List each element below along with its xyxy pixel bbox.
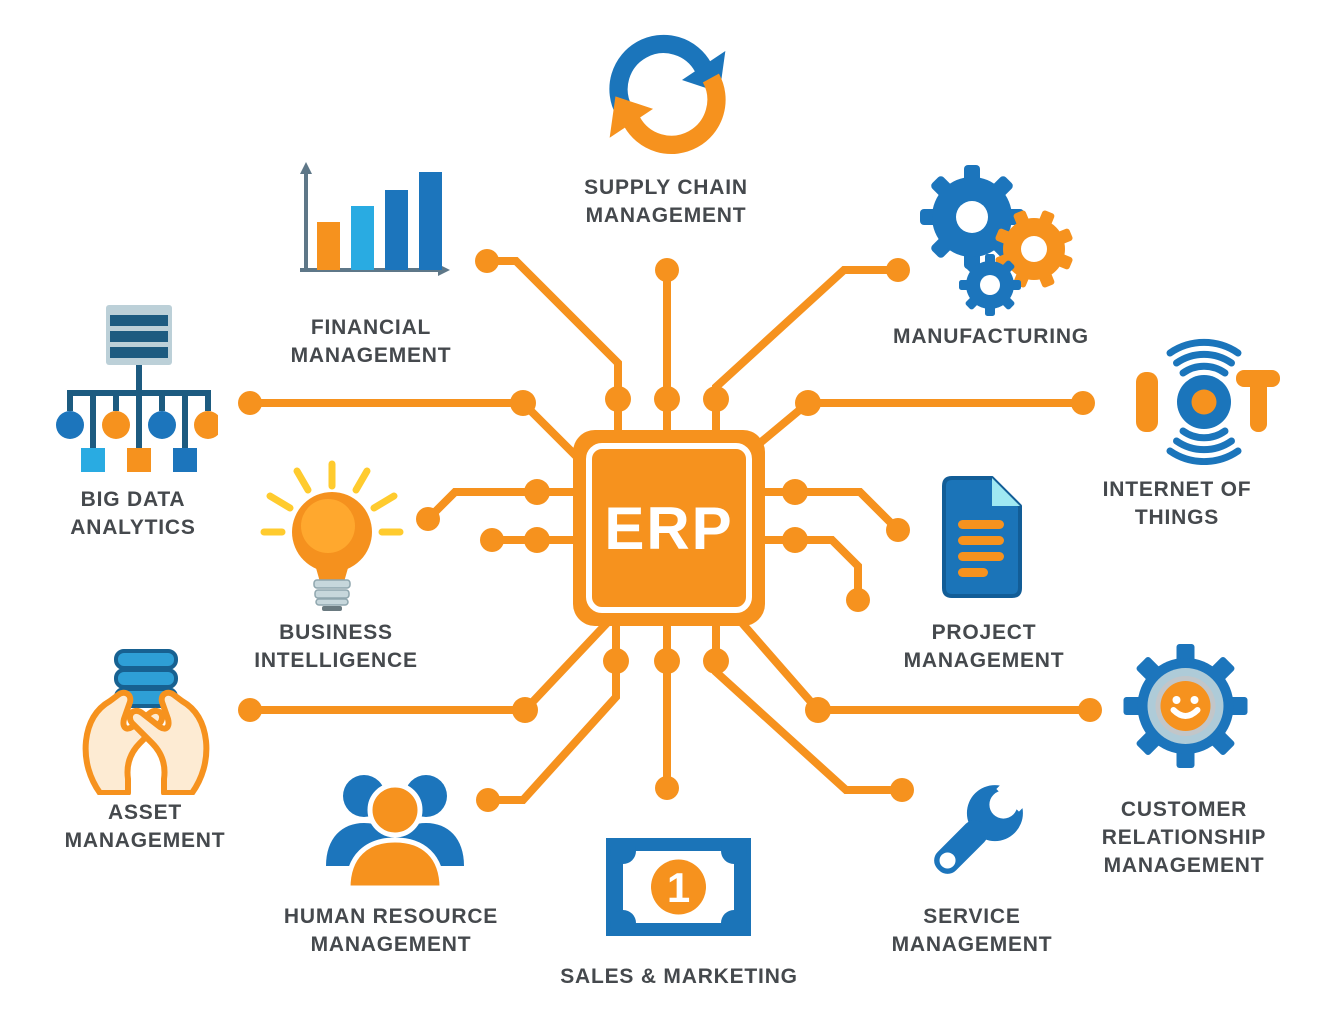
wrench-icon xyxy=(934,773,1034,874)
document-icon xyxy=(942,476,1022,598)
label-supply-chain: SUPPLY CHAIN MANAGEMENT xyxy=(584,176,748,227)
label-manufacturing: MANUFACTURING xyxy=(893,325,1089,348)
lightbulb-icon xyxy=(260,460,404,611)
label-asset: ASSET MANAGEMENT xyxy=(64,801,226,852)
label-service: SERVICE MANAGEMENT xyxy=(891,905,1053,956)
label-project: PROJECT MANAGEMENT xyxy=(903,621,1065,672)
label-financial: FINANCIAL MANAGEMENT xyxy=(290,316,452,367)
label-business-intelligence: BUSINESS INTELLIGENCE xyxy=(254,621,418,672)
hands-database-icon xyxy=(66,649,226,795)
people-group-icon xyxy=(326,775,464,891)
label-big-data: BIG DATA ANALYTICS xyxy=(70,488,196,539)
banknote-icon: 1 xyxy=(606,838,751,936)
erp-chip: ERP xyxy=(573,430,765,626)
erp-chip-label: ERP xyxy=(604,494,734,562)
iot-signal-icon xyxy=(1136,338,1280,465)
label-hr: HUMAN RESOURCE MANAGEMENT xyxy=(283,905,499,956)
erp-chip-frame: ERP xyxy=(586,443,752,613)
gear-smiley-icon xyxy=(1123,644,1248,768)
database-network-icon xyxy=(56,305,218,472)
sync-arrows-icon xyxy=(600,22,735,162)
label-sales: SALES & MARKETING xyxy=(560,965,798,988)
bar-chart-icon xyxy=(300,162,450,276)
label-crm: CUSTOMER RELATIONSHIP MANAGEMENT xyxy=(1101,798,1267,877)
banknote-value: 1 xyxy=(667,864,690,911)
gears-icon xyxy=(920,165,1073,316)
label-iot: INTERNET OF THINGS xyxy=(1102,478,1252,529)
